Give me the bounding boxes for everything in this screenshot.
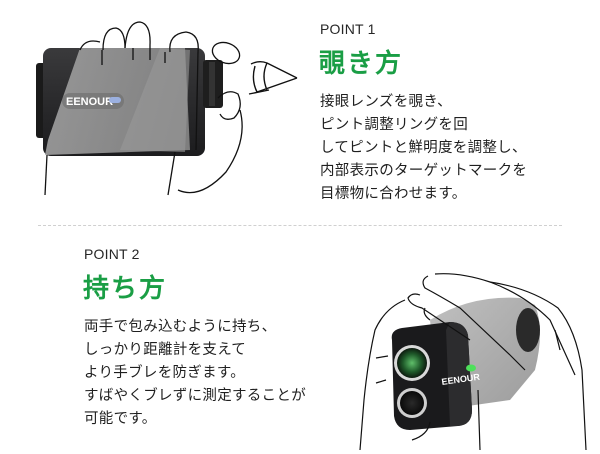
point-1-label: POINT 1 bbox=[320, 21, 376, 37]
point-2-label: POINT 2 bbox=[84, 246, 140, 262]
description-line: しっかり距離計を支えて bbox=[84, 342, 247, 358]
eye-icon bbox=[245, 58, 305, 98]
description-line: ピント調整リングを回 bbox=[320, 117, 468, 133]
description-line: 可能です。 bbox=[84, 411, 157, 427]
description-line: してピントと鮮明度を調整し、 bbox=[320, 140, 527, 156]
section-2-title: 持ち方 bbox=[83, 274, 168, 304]
section-1-description: 接眼レンズを覗き、 ピント調整リングを回 してピントと鮮明度を調整し、 内部表示… bbox=[320, 91, 527, 206]
rangefinder-viewing-illustration: EENOUR bbox=[0, 0, 300, 215]
section-1-title: 覗き方 bbox=[319, 49, 404, 79]
description-line: 内部表示のターゲットマークを bbox=[320, 163, 528, 179]
rangefinder-holding-illustration: EENOUR bbox=[350, 260, 600, 451]
description-line: より手ブレを防ぎます。 bbox=[84, 365, 246, 381]
section-2-description: 両手で包み込むように持ち、 しっかり距離計を支えて より手ブレを防ぎます。 すば… bbox=[84, 316, 306, 431]
section-divider bbox=[38, 225, 562, 226]
description-line: 目標物に合わせます。 bbox=[320, 186, 467, 202]
description-line: すばやくブレずに測定することが bbox=[84, 388, 306, 404]
rangefinder-eyepiece-icon: EENOUR bbox=[36, 21, 243, 196]
description-line: 両手で包み込むように持ち、 bbox=[84, 319, 277, 335]
description-line: 接眼レンズを覗き、 bbox=[320, 94, 452, 110]
svg-text:EENOUR: EENOUR bbox=[66, 96, 113, 108]
rangefinder-two-hands-icon: EENOUR bbox=[359, 273, 587, 451]
